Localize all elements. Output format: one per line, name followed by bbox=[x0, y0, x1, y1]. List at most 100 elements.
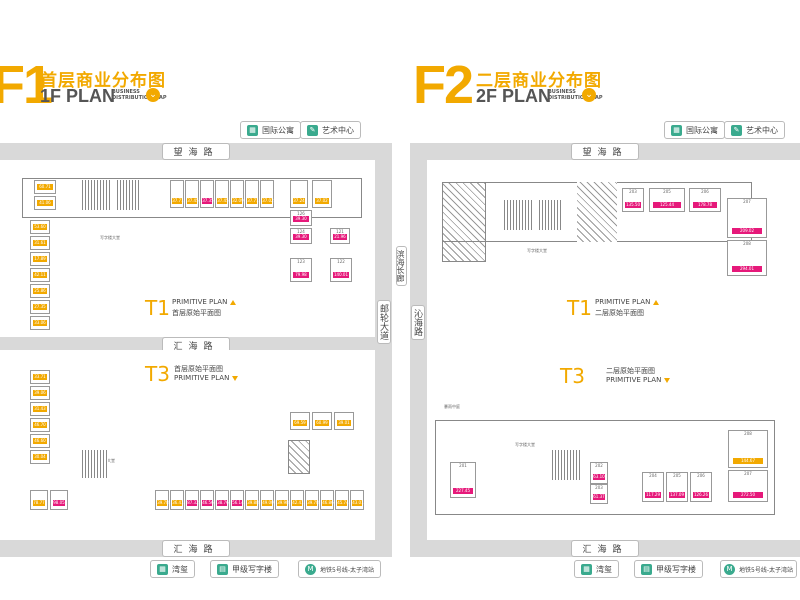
art-icon: ✎ bbox=[731, 124, 742, 136]
f2-t3-label: T3 bbox=[560, 364, 585, 388]
f1-unit-top-7[interactable]: 37.71 bbox=[245, 180, 259, 208]
f1-unit-left-3[interactable]: 42.11 bbox=[30, 268, 50, 282]
f1-unit-top-9[interactable]: 37.24 bbox=[290, 180, 308, 208]
f1-unit-left3-5[interactable]: 30.04 bbox=[30, 450, 50, 464]
f1-hatched-zone bbox=[288, 440, 310, 474]
f1-road-top: 望海路 bbox=[0, 143, 392, 160]
f1-unit-left3-0[interactable]: 33.71 bbox=[30, 370, 50, 384]
f1-unit-top-10[interactable]: 37.02 bbox=[312, 180, 332, 208]
f1-unit-bottom-9[interactable]: 49.00 bbox=[260, 490, 274, 510]
f1-unit-top-6[interactable]: 32.09 bbox=[230, 180, 244, 208]
f2-title-en: 2F PLAN bbox=[476, 86, 552, 106]
f1-t3-label: T3 bbox=[145, 362, 170, 386]
f2-sub-line2: DISTRIBUTION MAP bbox=[548, 95, 603, 101]
f1-unit-bottom-13[interactable]: 46.86 bbox=[320, 490, 334, 510]
f1-t3-plan: 33.71 39.06 31.43 46.70 46.60 30.04 T3 首… bbox=[0, 350, 392, 540]
f1-unit-top-3[interactable]: 37.45 bbox=[185, 180, 199, 208]
f1-unit-bottom-15[interactable]: 43.01 bbox=[350, 490, 364, 510]
f1-unit-left3-4[interactable]: 46.60 bbox=[30, 434, 50, 448]
building-icon: ▦ bbox=[671, 124, 682, 136]
triangle-up-icon bbox=[652, 299, 659, 305]
f1-stair-1 bbox=[80, 180, 110, 210]
metro-icon: M bbox=[724, 563, 735, 575]
building-icon: ▦ bbox=[247, 124, 258, 136]
art-icon: ✎ bbox=[307, 124, 318, 136]
f2-t1-cn: 二层原始平面图 bbox=[595, 309, 644, 317]
f1-unit-bottom-1[interactable]: 98.05 bbox=[50, 490, 68, 510]
f1-unit-left3-3[interactable]: 46.70 bbox=[30, 418, 50, 432]
f1-unit-left-5[interactable]: 27.35 bbox=[30, 300, 50, 314]
f1-unit-bottom-6[interactable]: 38.76 bbox=[215, 490, 229, 510]
f2-road-left-lower bbox=[410, 350, 427, 540]
f1-unit-right3-1[interactable]: 60.99 bbox=[312, 412, 332, 430]
f1-unit-bottom-2[interactable]: 39.78 bbox=[155, 490, 169, 510]
f1-unit-top-1[interactable]: 41.06 bbox=[34, 196, 56, 210]
f1-unit-left-2[interactable]: 17.89 bbox=[30, 252, 50, 266]
f1-unit-bottom-5[interactable]: 46.56 bbox=[200, 490, 214, 510]
f1-unit-bottom-10[interactable]: 39.98 bbox=[275, 490, 289, 510]
f1-unit-top-0[interactable]: 60.71 bbox=[34, 180, 56, 194]
f2-road-bottom-main: 汇海路 bbox=[410, 540, 800, 557]
f1-t3-en: PRIMITIVE PLAN bbox=[174, 374, 238, 382]
f1-unit-left-4[interactable]: 25.86 bbox=[30, 284, 50, 298]
f2-stair-2 bbox=[537, 200, 562, 230]
f1-badge-apartment: ▦国际公寓 bbox=[240, 121, 301, 139]
f1-unit-top-4[interactable]: 37.35 bbox=[200, 180, 214, 208]
f1-road-right-label: 邮轮大道 bbox=[377, 300, 391, 344]
building-icon: ▦ bbox=[157, 563, 168, 575]
f2-t3-cn: 二层原始平面图 bbox=[606, 367, 655, 375]
f1-unit-bottom-4[interactable]: 87.32 bbox=[185, 490, 199, 510]
f1-unit-left-6[interactable]: 33.06 bbox=[30, 316, 50, 330]
f1-unit-left-1[interactable]: 31.61 bbox=[30, 236, 50, 250]
f1-unit-bottom-3[interactable]: 36.41 bbox=[170, 490, 184, 510]
f1-t1-cn: 首层原始平面图 bbox=[172, 309, 221, 317]
f1-unit-left3-1[interactable]: 39.06 bbox=[30, 386, 50, 400]
triangle-down-icon bbox=[663, 377, 670, 383]
f1-unit-right3-2[interactable]: 39.01 bbox=[334, 412, 354, 430]
f1-unit-top-8[interactable]: 37.02 bbox=[260, 180, 274, 208]
f1-sub-line2: DISTRIBUTION MAP bbox=[112, 95, 167, 101]
f1-unit-bottom-7[interactable]: 56.14 bbox=[230, 490, 244, 510]
f1-sub-line1: BUSINESS bbox=[112, 89, 140, 95]
f1-unit-bottom-8[interactable]: 39.88 bbox=[245, 490, 259, 510]
f1-unit-right3-0[interactable]: 69.59 bbox=[290, 412, 310, 430]
f1-unit-bottom-0[interactable]: 78.77 bbox=[30, 490, 48, 510]
f1-unit-left3-2[interactable]: 31.43 bbox=[30, 402, 50, 416]
triangle-up-icon bbox=[229, 299, 236, 305]
f1-unit-top-5[interactable]: 37.45 bbox=[215, 180, 229, 208]
f1-unit-top-2[interactable]: 37.71 bbox=[170, 180, 184, 208]
metro-icon: M bbox=[305, 563, 316, 575]
f1-t1-en: PRIMITIVE PLAN bbox=[172, 298, 236, 306]
f1-unit-bottom-12[interactable]: 39.78 bbox=[305, 490, 319, 510]
f2-chevron-down-icon: ⌄ bbox=[582, 88, 596, 102]
f1-unit-bottom-14[interactable]: 45.74 bbox=[335, 490, 349, 510]
f1-plan-area: 60.71 41.06 37.71 37.45 37.35 37.45 32.0… bbox=[0, 160, 375, 337]
f2-badge-office: ▤甲级写字楼 bbox=[634, 560, 703, 578]
f2-t1-label: T1 bbox=[567, 296, 592, 320]
f1-unit-bottom-11[interactable]: 42.41 bbox=[290, 490, 304, 510]
f1-unit-left-0[interactable]: 53.60 bbox=[30, 220, 50, 234]
f1-road-right-lower bbox=[375, 350, 392, 540]
f1-stair-3 bbox=[80, 450, 108, 478]
f2-road-left-label: 沁海路 bbox=[411, 305, 425, 340]
f2-title-cn: 二层商业分布图 bbox=[476, 71, 602, 91]
